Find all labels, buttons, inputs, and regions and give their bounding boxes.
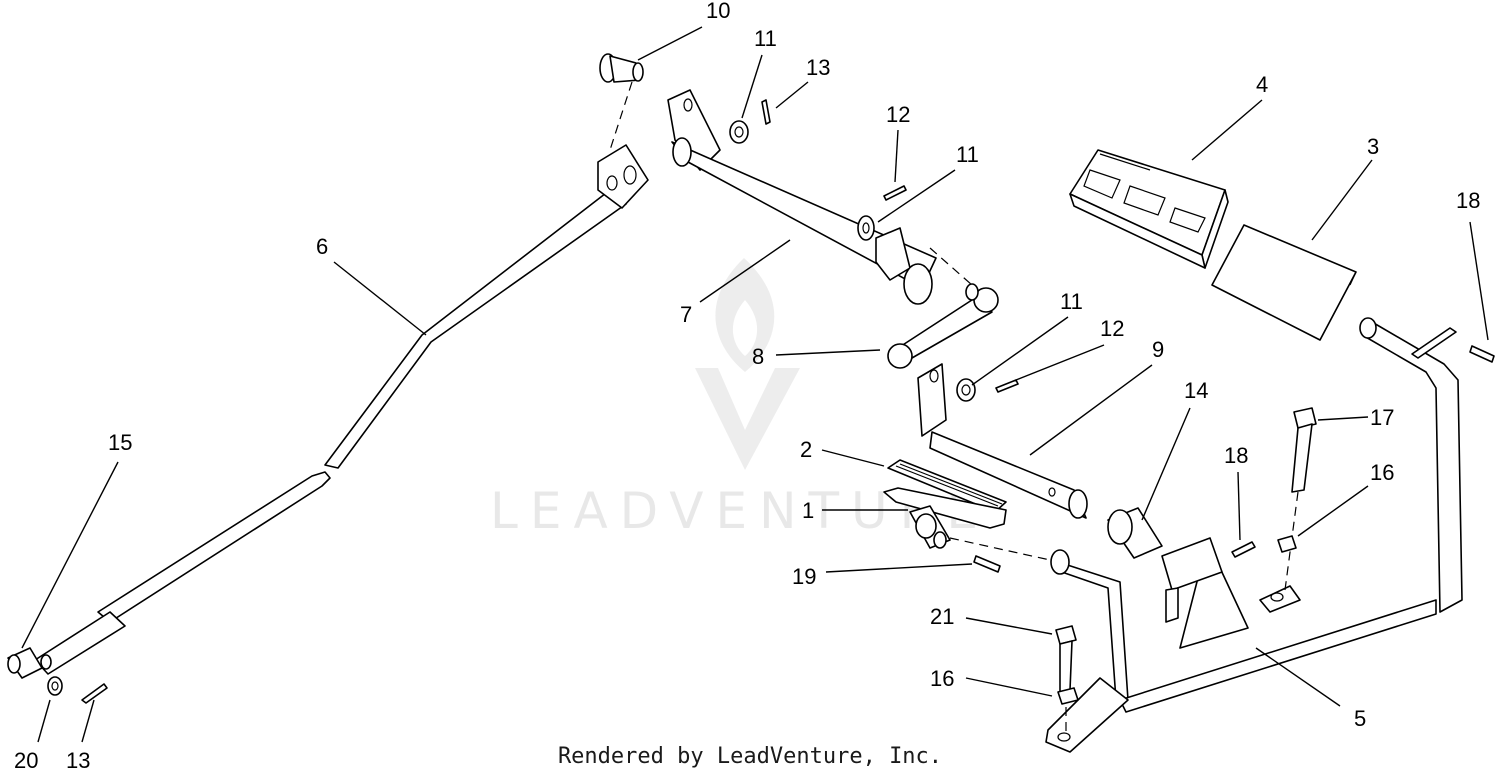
callout-18: 18	[1224, 443, 1248, 468]
part-18-spring-pin-b	[1231, 541, 1256, 558]
callout-17: 17	[1370, 405, 1394, 430]
callout-11: 11	[1060, 289, 1083, 314]
callout-12: 12	[1100, 316, 1124, 341]
callout-15: 15	[108, 430, 132, 455]
part-17-bolt	[1284, 407, 1317, 591]
part-7-cross-shaft	[667, 89, 937, 305]
callout-18: 18	[1456, 188, 1480, 213]
callout-labels: 10 11 13 12 11 4 3 18 6 7 11 12 9 8 14 1…	[14, 0, 1480, 773]
leader-lines	[21, 26, 1489, 743]
callout-13: 13	[66, 748, 90, 773]
callout-19: 19	[792, 564, 816, 589]
part-11-washer-a	[729, 120, 749, 144]
callout-16: 16	[1370, 460, 1394, 485]
callout-2: 2	[800, 437, 812, 462]
callout-1: 1	[802, 498, 814, 523]
part-19-spring-pin	[973, 555, 1001, 573]
part-21-bolt	[1055, 625, 1077, 735]
part-9-pedal-shaft	[917, 363, 1088, 519]
callout-16: 16	[930, 666, 954, 691]
callout-3: 3	[1367, 134, 1379, 159]
part-2-pedal-pad	[887, 459, 1007, 513]
part-10-clevis-pin	[599, 53, 644, 83]
part-16-nut-b	[1057, 687, 1079, 705]
callout-11: 11	[956, 142, 979, 167]
callout-6: 6	[316, 234, 328, 259]
callout-20: 20	[14, 748, 38, 773]
part-1-pedal	[883, 487, 1007, 549]
part-15-swivel	[7, 647, 52, 679]
part-4-pedal-cover	[1069, 149, 1229, 269]
callout-12: 12	[886, 102, 910, 127]
part-5-mounting-bracket	[1045, 537, 1437, 753]
part-14-bushing	[1107, 507, 1163, 559]
part-18-spring-pin-a	[1469, 345, 1495, 363]
callout-4: 4	[1256, 72, 1268, 97]
callout-13: 13	[806, 55, 830, 80]
callout-7: 7	[680, 302, 692, 327]
callout-14: 14	[1184, 378, 1208, 403]
part-6-push-rod	[34, 144, 649, 675]
part-18-frame-arm	[1359, 317, 1463, 613]
part-8-pedal-link	[887, 283, 999, 369]
part-11-washer-b	[857, 215, 875, 241]
callout-11: 11	[754, 26, 777, 51]
part-12-cotter-pin-b	[995, 379, 1019, 393]
render-credit: Rendered by LeadVenture, Inc.	[557, 744, 943, 769]
callout-21: 21	[930, 604, 954, 629]
part-11-washer-c	[956, 378, 976, 402]
part-13-cotter-pin-a	[761, 99, 771, 125]
callout-8: 8	[752, 344, 764, 369]
callout-10: 10	[706, 0, 730, 23]
part-12-cotter-pin-a	[883, 185, 907, 201]
part-16-nut-a	[1277, 535, 1297, 553]
part-20-washer	[47, 676, 63, 696]
callout-5: 5	[1354, 706, 1366, 731]
callout-9: 9	[1152, 337, 1164, 362]
part-3-pad	[1211, 224, 1357, 341]
part-13-cotter-pin-b	[81, 683, 108, 704]
